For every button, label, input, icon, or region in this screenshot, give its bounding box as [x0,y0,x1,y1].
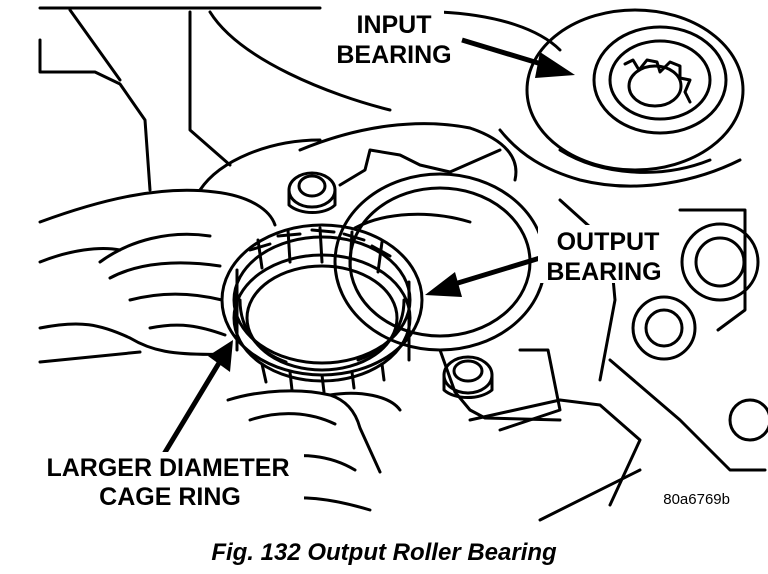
bolt-upper [287,171,337,214]
output-bearing-label: OUTPUT BEARING [538,225,670,286]
housing-plate-left [38,6,392,192]
cage-ring-label-line1: LARGER DIAMETER [46,454,289,482]
left-hand [38,188,277,364]
cage-ring-label-line2: CAGE RING [99,483,241,511]
output-bearing-label-line1: OUTPUT [557,228,660,256]
input-bearing-arrow [461,37,575,78]
cage-ring-arrow [161,340,233,456]
output-bearing-arrow [425,255,541,297]
input-bearing-label: INPUT BEARING [336,10,452,69]
bolt-lower [442,355,494,399]
reference-code: 80a6769b [663,491,730,508]
input-bearing [525,8,745,174]
leader-arrows [161,37,575,456]
case-holes [631,222,768,442]
cage-ring-label: LARGER DIAMETER CAGE RING [34,452,304,511]
input-bearing-label-line2: BEARING [336,41,451,69]
output-bearing-label-line2: BEARING [546,258,661,286]
figure-caption: Fig. 132 Output Roller Bearing [211,539,557,566]
retainer-plate [338,148,562,422]
input-bearing-label-line1: INPUT [357,11,432,39]
